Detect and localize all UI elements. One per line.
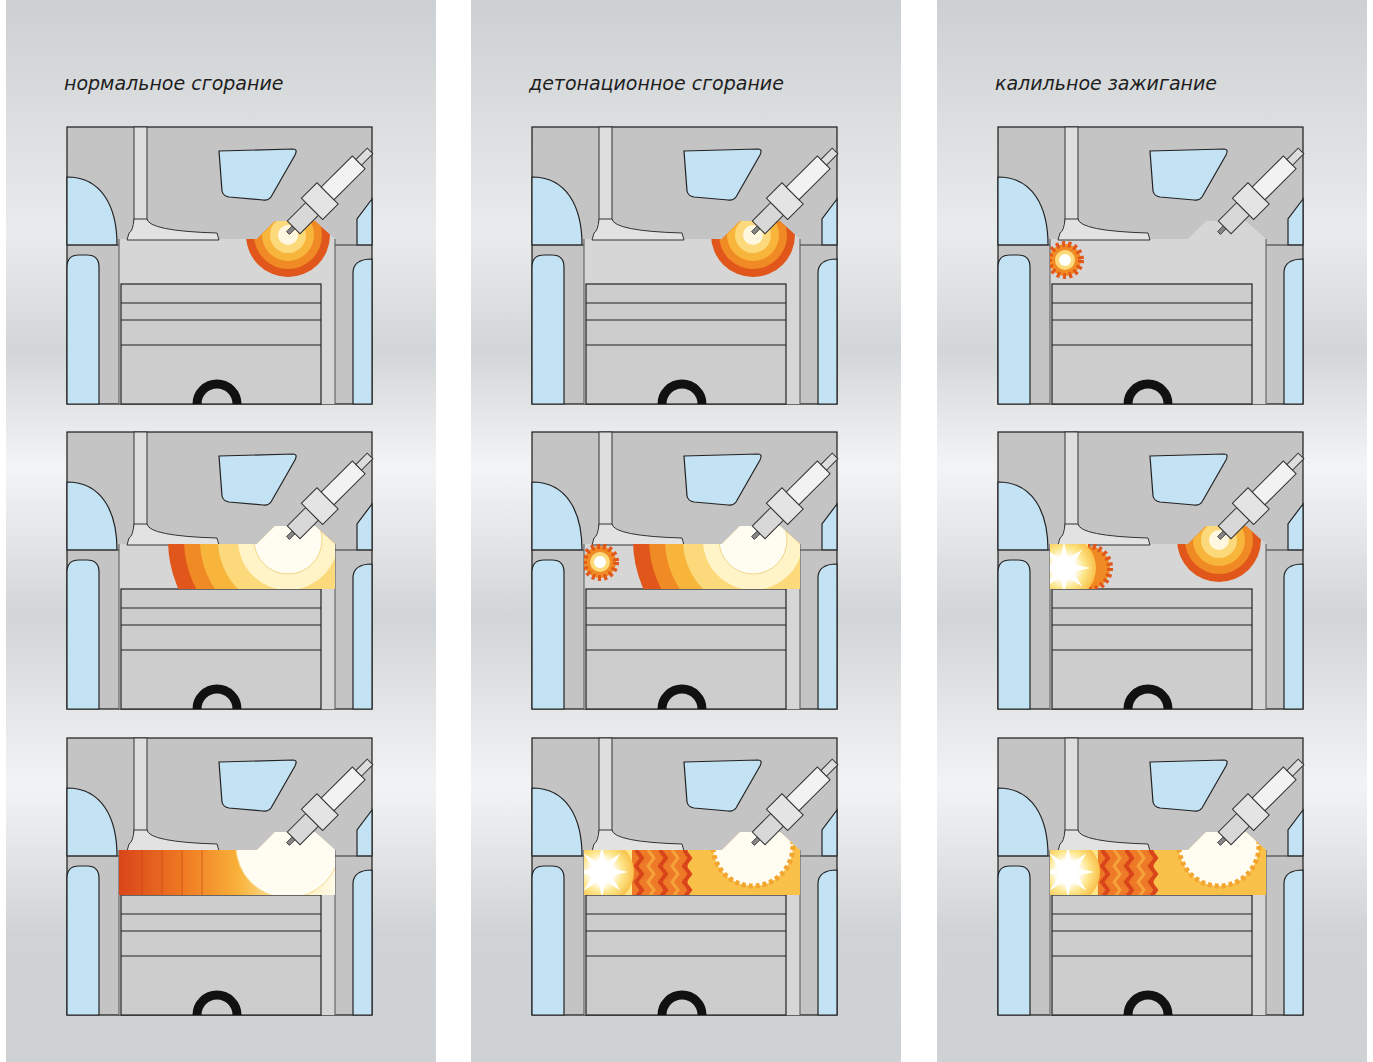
engine-frame <box>532 420 873 709</box>
spark-plug <box>742 140 845 243</box>
engine-section <box>532 738 837 1015</box>
spark-plug <box>1208 140 1311 243</box>
engine-frame <box>532 738 846 1015</box>
flame-front <box>168 420 408 660</box>
knock-flame <box>584 806 800 898</box>
explosion-burst <box>1036 840 1100 904</box>
spark-plug <box>1208 751 1311 854</box>
flame-front <box>1049 244 1081 276</box>
engine-section <box>998 432 1303 709</box>
explosion-burst <box>1032 536 1096 600</box>
engine-section <box>532 432 837 709</box>
auto-ignition-ball <box>584 546 616 578</box>
spark-plug <box>742 445 845 548</box>
engine-frame <box>998 738 1312 1015</box>
column-panel: нормальное сгорание <box>6 0 436 1062</box>
engine-section <box>67 432 372 709</box>
flame-small <box>1177 498 1261 582</box>
spark-plug <box>277 751 380 854</box>
flame-front <box>711 193 795 277</box>
flame-front <box>584 420 873 660</box>
flame-edge <box>1066 546 1110 590</box>
hot-zone <box>1050 544 1088 589</box>
flame-small <box>246 193 330 277</box>
panel-title: калильное зажигание <box>995 72 1217 94</box>
flame-mid <box>633 420 873 660</box>
explosion-burst <box>570 840 634 904</box>
engine-section <box>998 738 1303 1015</box>
spark-plug <box>1208 445 1311 548</box>
engine-frame <box>532 127 846 404</box>
column-panel: детонационное сгорание <box>471 0 901 1062</box>
panel-title: детонационное сгорание <box>529 72 784 94</box>
knock-flame <box>1050 806 1266 898</box>
engine-frame <box>67 127 381 404</box>
engine-frame <box>67 738 381 1015</box>
engine-frame <box>998 432 1312 709</box>
flame-front <box>570 806 800 904</box>
flame-mid <box>168 420 408 660</box>
engine-frame <box>998 127 1312 404</box>
spark-plug <box>742 751 845 854</box>
hot-spot-ball <box>1049 244 1081 276</box>
panel-title: нормальное сгорание <box>64 72 283 94</box>
engine-section <box>998 127 1303 404</box>
flame-small <box>711 193 795 277</box>
flame-front <box>119 794 340 898</box>
engine-section <box>67 127 372 404</box>
column-panel: калильное зажигание <box>937 0 1367 1062</box>
flame-front <box>246 193 330 277</box>
engine-section <box>532 127 837 404</box>
engine-section <box>67 738 372 1015</box>
flame-front <box>1032 498 1261 600</box>
flame-front <box>1036 806 1266 904</box>
flame-full <box>119 794 340 898</box>
engine-frame <box>67 420 408 709</box>
spark-plug <box>277 445 380 548</box>
spark-plug <box>277 140 380 243</box>
